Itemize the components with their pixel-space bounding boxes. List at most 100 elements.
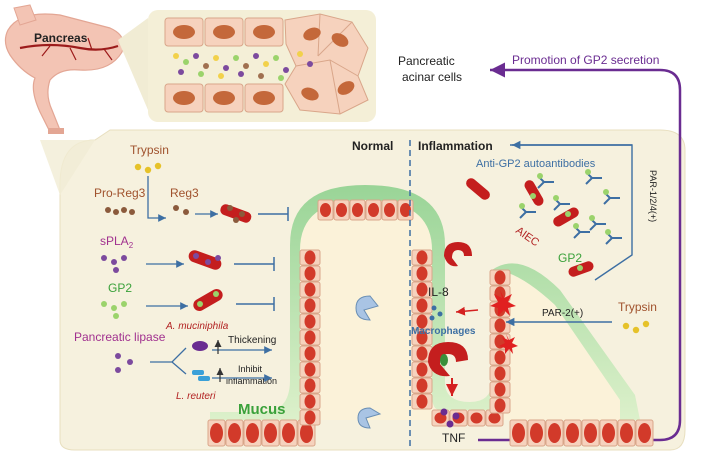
epithelial-nucleus — [584, 423, 597, 443]
trypsin-to-reg3-arrow — [147, 176, 166, 222]
epithelial-nucleus — [304, 410, 316, 425]
epithelial-nucleus — [352, 203, 363, 217]
reg3-inhibit-bar — [258, 207, 289, 221]
epithelial-nucleus — [416, 362, 428, 377]
spla2-inhibit-bar — [234, 257, 275, 271]
trypsin-left-label: Trypsin — [130, 143, 169, 157]
epithelial-cells — [207, 199, 654, 447]
acinar-zoom-triangle — [118, 18, 148, 110]
pancreas-label: Pancreas — [34, 31, 88, 45]
epithelial-nucleus — [494, 382, 506, 397]
epithelial-nucleus — [602, 423, 615, 443]
epithelial-nucleus — [304, 394, 316, 409]
epithelial-nucleus — [304, 282, 316, 297]
spla2-label: sPLA2 — [100, 234, 134, 250]
epithelial-nucleus — [320, 203, 331, 217]
acinar-cells-label-line2: acinar cells — [402, 70, 462, 84]
epithelial-nucleus — [494, 350, 506, 365]
epithelial-nucleus — [304, 362, 316, 377]
gp2-left-dots — [101, 301, 127, 319]
spla2-label-sub: 2 — [129, 241, 134, 250]
epithelial-nucleus — [494, 270, 506, 285]
epithelial-nucleus — [304, 378, 316, 393]
par124-label: PAR-1/2/4(+) — [648, 170, 658, 222]
epithelial-nucleus — [416, 330, 428, 345]
inhibit-label-line2: inflammation — [226, 376, 277, 386]
gp2-left-label: GP2 — [108, 281, 132, 295]
trypsin-right-dots — [622, 320, 650, 334]
epithelial-nucleus — [416, 394, 428, 409]
thickening-label: Thickening — [228, 335, 276, 346]
a-muciniphila-cell — [192, 341, 208, 351]
bacteria-spla2 — [188, 250, 222, 270]
par2-label: PAR-2(+) — [542, 308, 583, 319]
macrophage-bottom — [428, 342, 468, 377]
epithelial-nucleus — [416, 250, 428, 265]
gp2-right-label: GP2 — [558, 251, 582, 265]
inhibit-label-line1: Inhibit — [238, 364, 263, 374]
epithelial-nucleus — [400, 203, 411, 217]
pro-reg3-label: Pro-Reg3 — [94, 186, 146, 200]
epithelial-nucleus — [566, 423, 579, 443]
mucus-label: Mucus — [238, 401, 286, 418]
epithelial-nucleus — [264, 423, 277, 443]
epithelial-nucleus — [282, 423, 295, 443]
epithelial-nucleus — [246, 423, 259, 443]
a-muciniphila-label: A. muciniphila — [165, 321, 229, 332]
epithelial-nucleus — [620, 423, 633, 443]
epithelial-nucleus — [210, 423, 223, 443]
reg3-molecules — [105, 205, 189, 215]
epithelial-nucleus — [304, 346, 316, 361]
epithelial-nucleus — [470, 412, 483, 424]
aiec-bacteria — [466, 178, 594, 277]
tnf-dots — [440, 408, 460, 428]
pancreatic-lipase-label: Pancreatic lipase — [74, 330, 166, 344]
anti-gp2-label: Anti-GP2 autoantibodies — [476, 158, 596, 170]
lipase-dots — [115, 353, 133, 373]
acinar-cells-label-line1: Pancreatic — [398, 54, 455, 68]
epithelial-nucleus — [416, 314, 428, 329]
epithelial-nucleus — [416, 298, 428, 313]
spla2-label-main: sPLA — [100, 234, 129, 248]
epithelial-nucleus — [416, 378, 428, 393]
epithelial-nucleus — [384, 203, 395, 217]
normal-label: Normal — [352, 139, 393, 153]
inflammation-label: Inflammation — [418, 139, 493, 153]
trypsin-left-dots — [134, 162, 162, 174]
epithelial-nucleus — [304, 330, 316, 345]
promotion-label: Promotion of GP2 secretion — [512, 53, 659, 67]
l-reuteri-label: L. reuteri — [176, 391, 216, 402]
macrophage-top — [444, 242, 472, 267]
spla2-dots — [101, 255, 127, 273]
bacteria-gp2 — [193, 289, 223, 311]
lipase-branch-arrow — [150, 347, 187, 375]
pancreas-organ-illustration — [4, 4, 125, 134]
il8-release-arrow — [455, 306, 479, 316]
epithelial-nucleus — [494, 398, 506, 413]
trypsin-right-label: Trypsin — [618, 300, 657, 314]
epithelial-nucleus — [228, 423, 241, 443]
acinar-cells-illustration — [148, 10, 376, 122]
l-reuteri-cells — [192, 370, 210, 381]
bacteria-reg3 — [220, 204, 252, 223]
epithelial-nucleus — [304, 250, 316, 265]
il8-dots — [429, 305, 443, 321]
crypt-lumen — [300, 200, 620, 420]
epithelial-nucleus — [304, 298, 316, 313]
epithelial-nucleus — [304, 266, 316, 281]
macrophages-label: Macrophages — [411, 326, 476, 337]
epithelial-nucleus — [368, 203, 379, 217]
gp2-inhibit-bar — [236, 297, 275, 311]
epithelial-nucleus — [638, 423, 651, 443]
reg3-label: Reg3 — [170, 186, 199, 200]
epithelial-nucleus — [416, 282, 428, 297]
epithelial-nucleus — [416, 346, 428, 361]
epithelial-nucleus — [336, 203, 347, 217]
zoom-cone — [40, 140, 95, 195]
epithelial-nucleus — [512, 423, 525, 443]
epithelial-nucleus — [300, 423, 313, 443]
epithelial-nucleus — [494, 366, 506, 381]
epithelial-nucleus — [488, 412, 501, 424]
